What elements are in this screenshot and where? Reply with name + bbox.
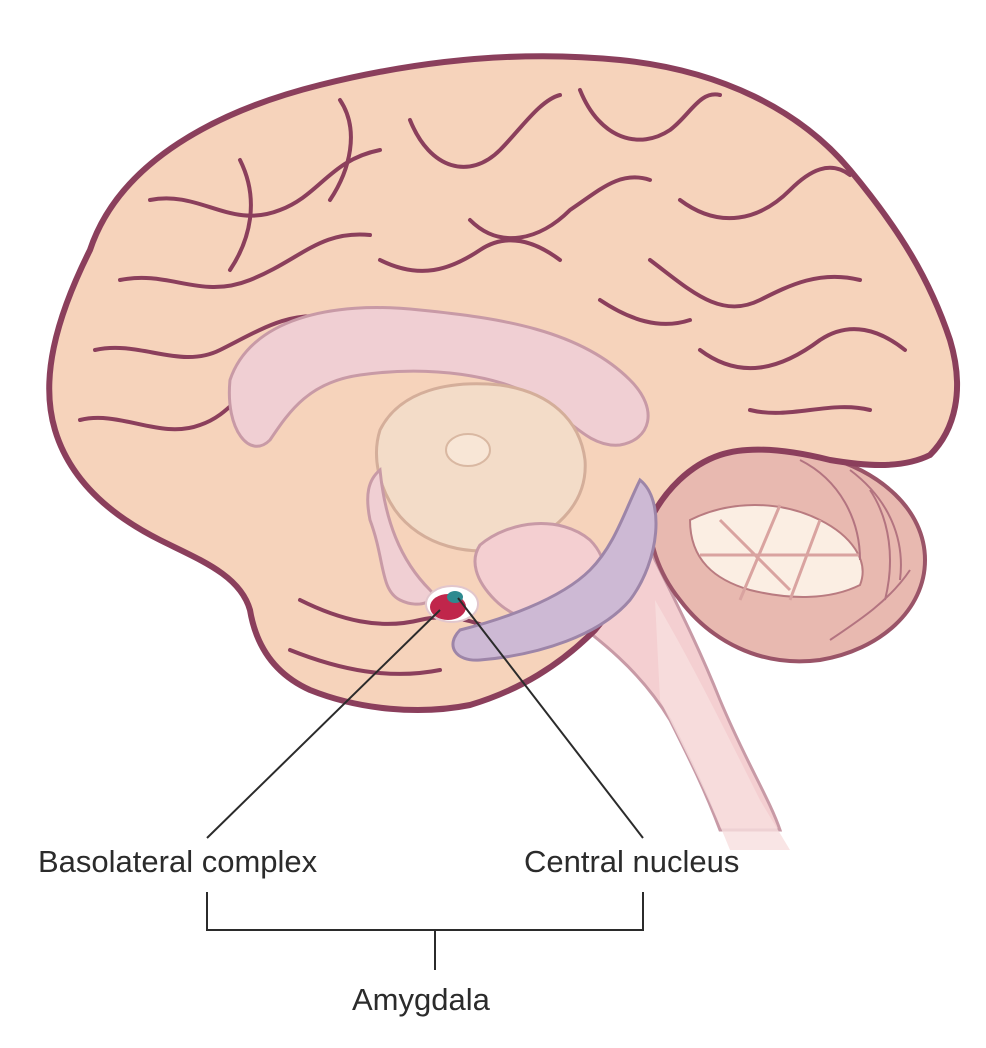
spinal-cord [655,600,790,850]
basolateral-leader-line [206,609,441,839]
corpus-callosum [227,306,650,448]
central-nucleus-label: Central nucleus [524,844,740,879]
amygdala-label: Amygdala [352,982,490,1017]
fornix [366,467,434,606]
sulci [78,88,907,676]
cerebellum [647,446,928,664]
massa-intermedia [445,433,491,467]
amygdala-bracket [206,892,644,931]
thalamus [375,382,587,553]
leader-lines [206,597,644,970]
hippocampus [451,477,658,662]
basolateral-complex-label: Basolateral complex [38,844,318,879]
central-leader-line [457,597,644,839]
